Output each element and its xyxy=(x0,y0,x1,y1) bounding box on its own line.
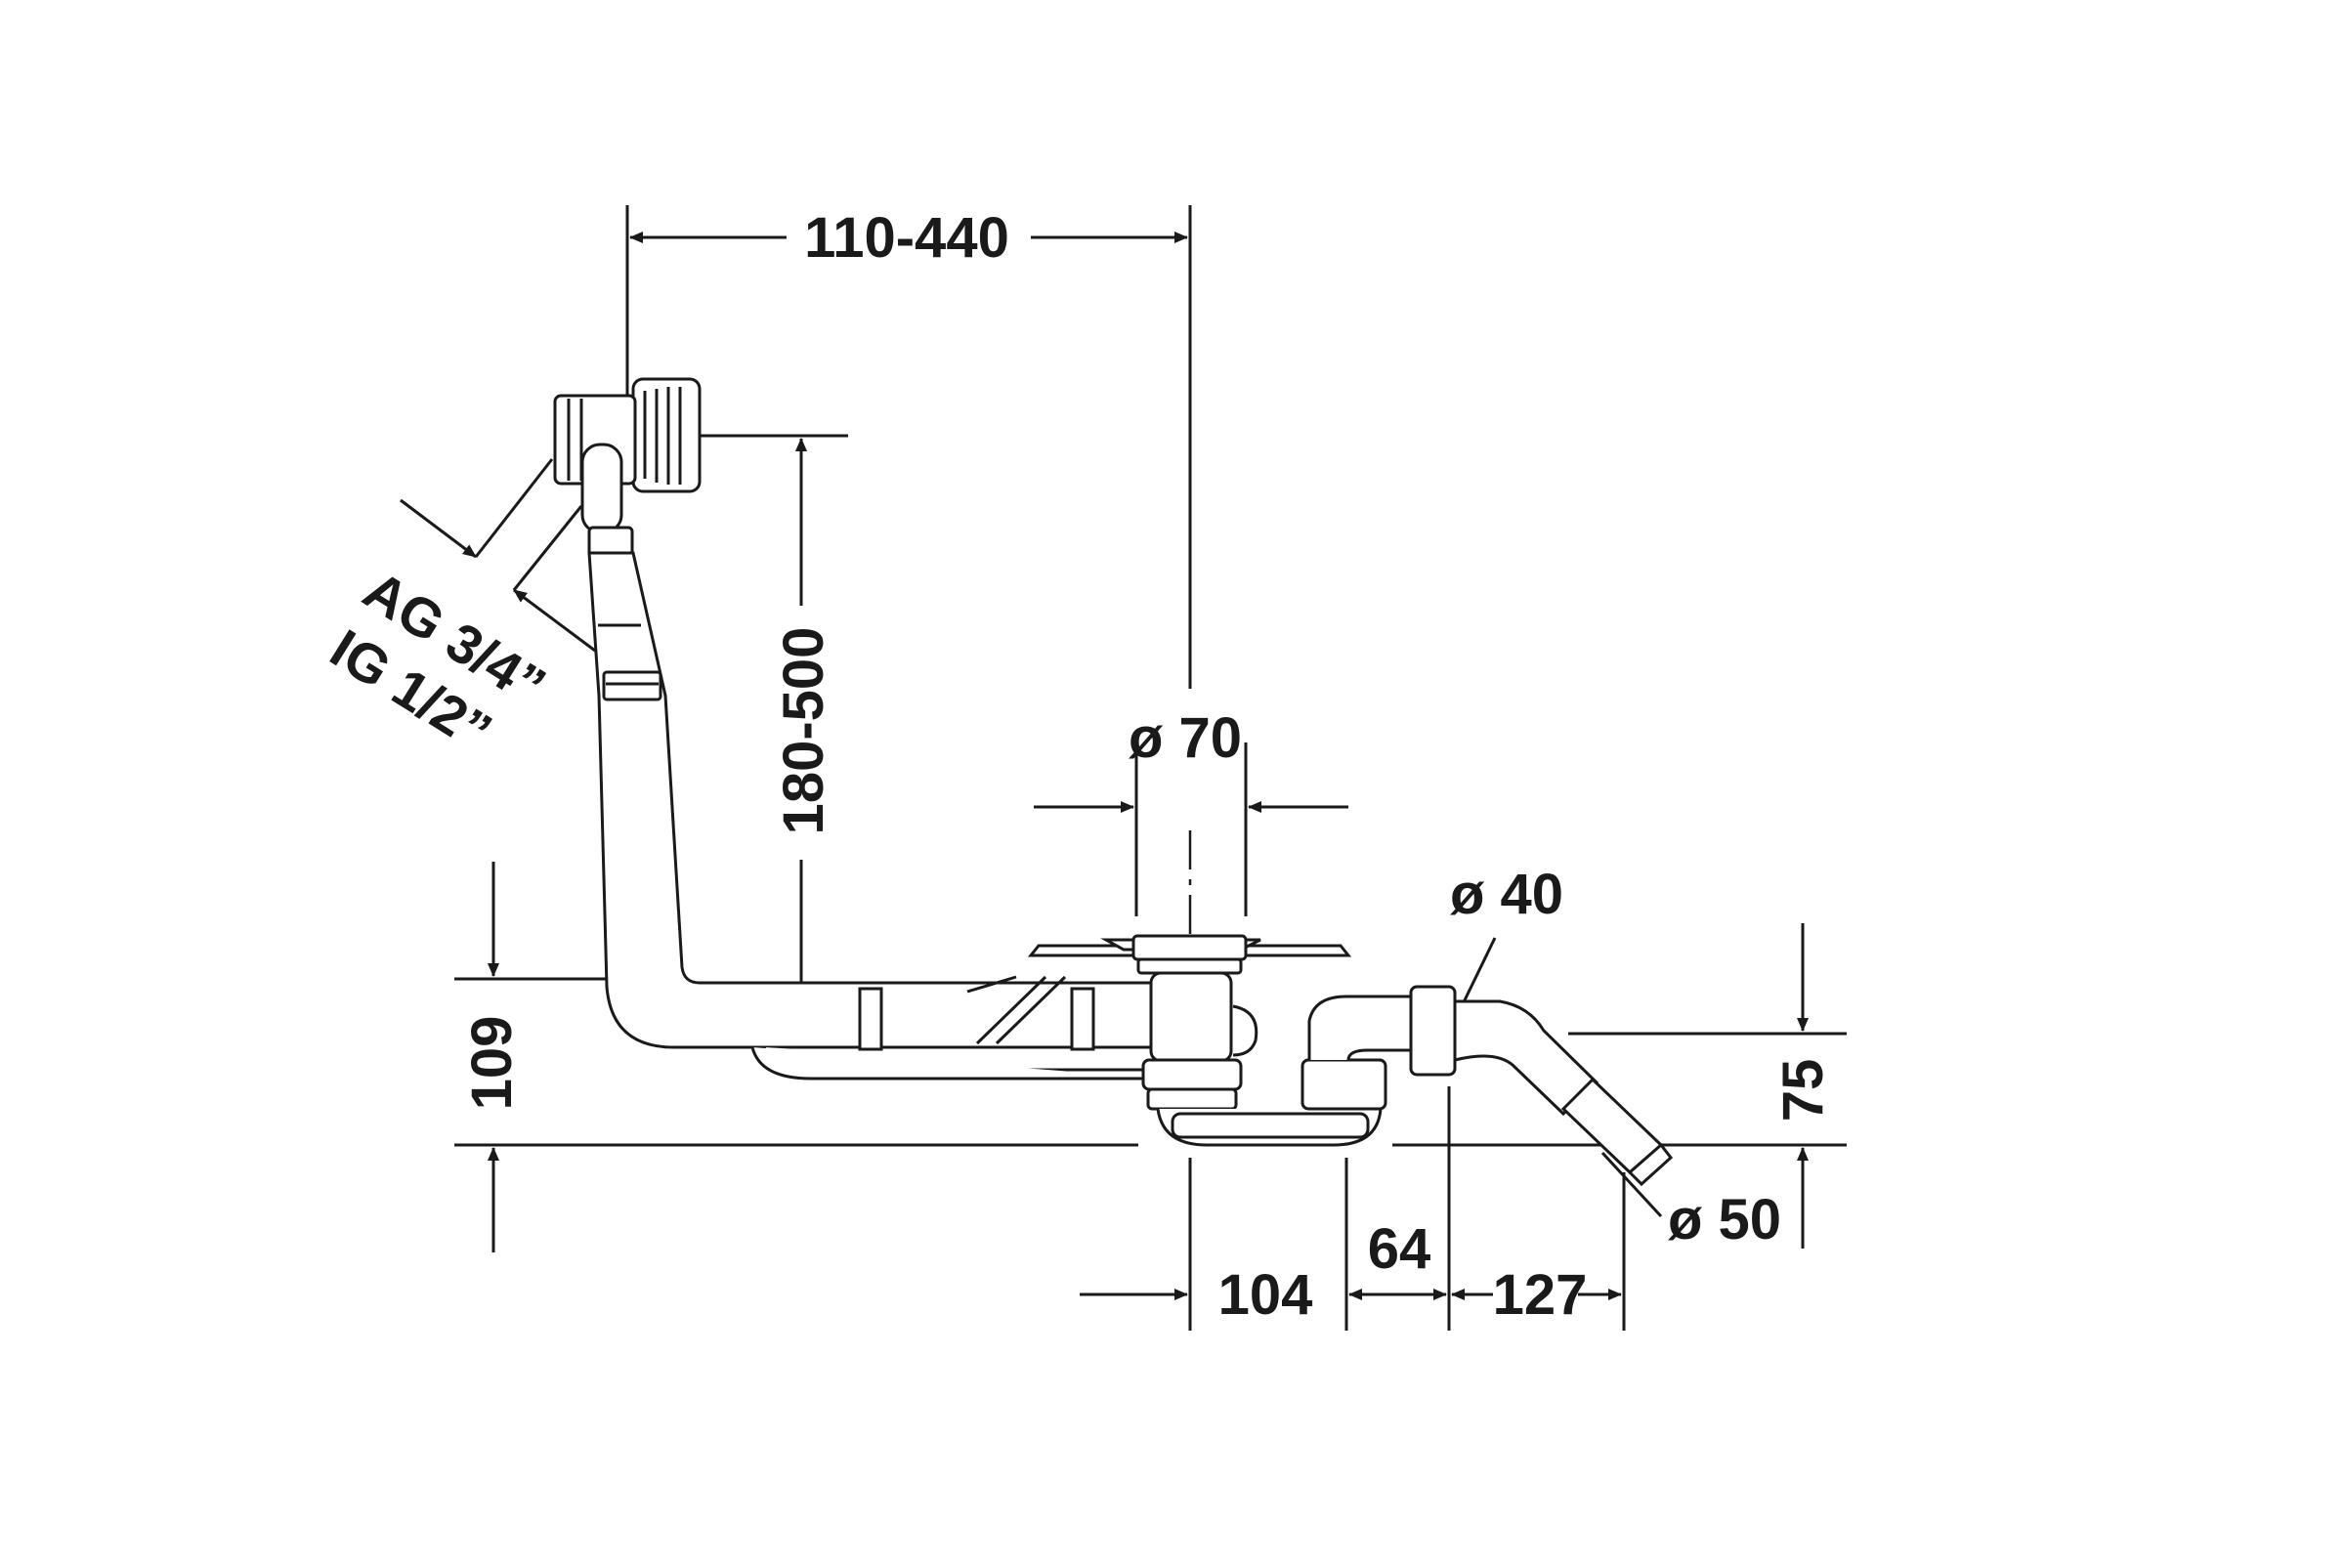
dimension-offset-b: 64 xyxy=(1368,1217,1431,1281)
dimension-waste-height: 109 xyxy=(460,1016,524,1111)
dimension-lines xyxy=(400,232,1809,1300)
extension-lines xyxy=(454,205,1847,1331)
dimension-offset-c: 127 xyxy=(1493,1263,1588,1327)
dimension-adjust-vertical: 180-500 xyxy=(772,627,835,835)
overflow-pipe xyxy=(587,551,1170,1081)
overflow-fitting xyxy=(553,377,702,557)
label-drain-diameter: ø 70 xyxy=(1129,706,1242,770)
dimension-adjust-horizontal: 110-440 xyxy=(804,206,1009,270)
label-trap-inlet-diameter: ø 40 xyxy=(1450,863,1563,926)
dimension-outlet-height: 75 xyxy=(1771,1059,1835,1123)
label-outlet-diameter: ø 50 xyxy=(1668,1188,1781,1251)
drain-trap xyxy=(1027,934,1674,1187)
dimension-offset-a: 104 xyxy=(1218,1263,1313,1327)
